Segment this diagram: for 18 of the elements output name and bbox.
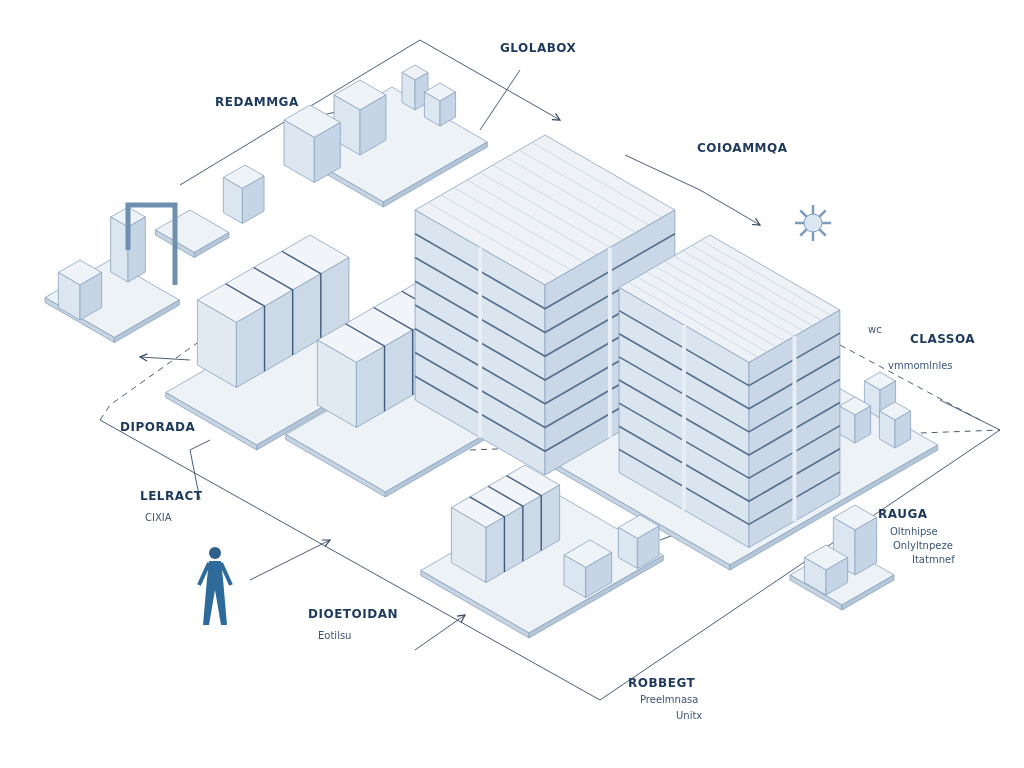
callout-title: COIOAMMQA: [697, 142, 788, 156]
callout-note: Unitx: [676, 710, 703, 721]
callout-title: LELRACT: [140, 490, 203, 504]
callout-note: Onlyltnpeze: [893, 540, 953, 551]
callout-note: wc: [868, 324, 882, 335]
callout-title: CLASSOA: [910, 333, 976, 347]
callout-title: ROBBEGT: [628, 677, 696, 691]
callout-title: RAUGA: [878, 508, 928, 522]
callout-note: Preelmnasa: [640, 694, 699, 705]
callout-title: REDAMMGA: [215, 96, 299, 110]
callout-note: vmmomlnles: [888, 360, 953, 371]
callout-note: Itatmnef: [912, 554, 955, 565]
callout-title: DIOETOIDAN: [308, 608, 398, 622]
callout-note: CIXIA: [145, 512, 172, 523]
callout-note: Eotilsu: [318, 630, 352, 641]
callout-note: Oltnhipse: [890, 526, 938, 537]
callout-title: GLOLABOX: [500, 42, 577, 56]
callout-title: DIPORADA: [120, 421, 196, 435]
